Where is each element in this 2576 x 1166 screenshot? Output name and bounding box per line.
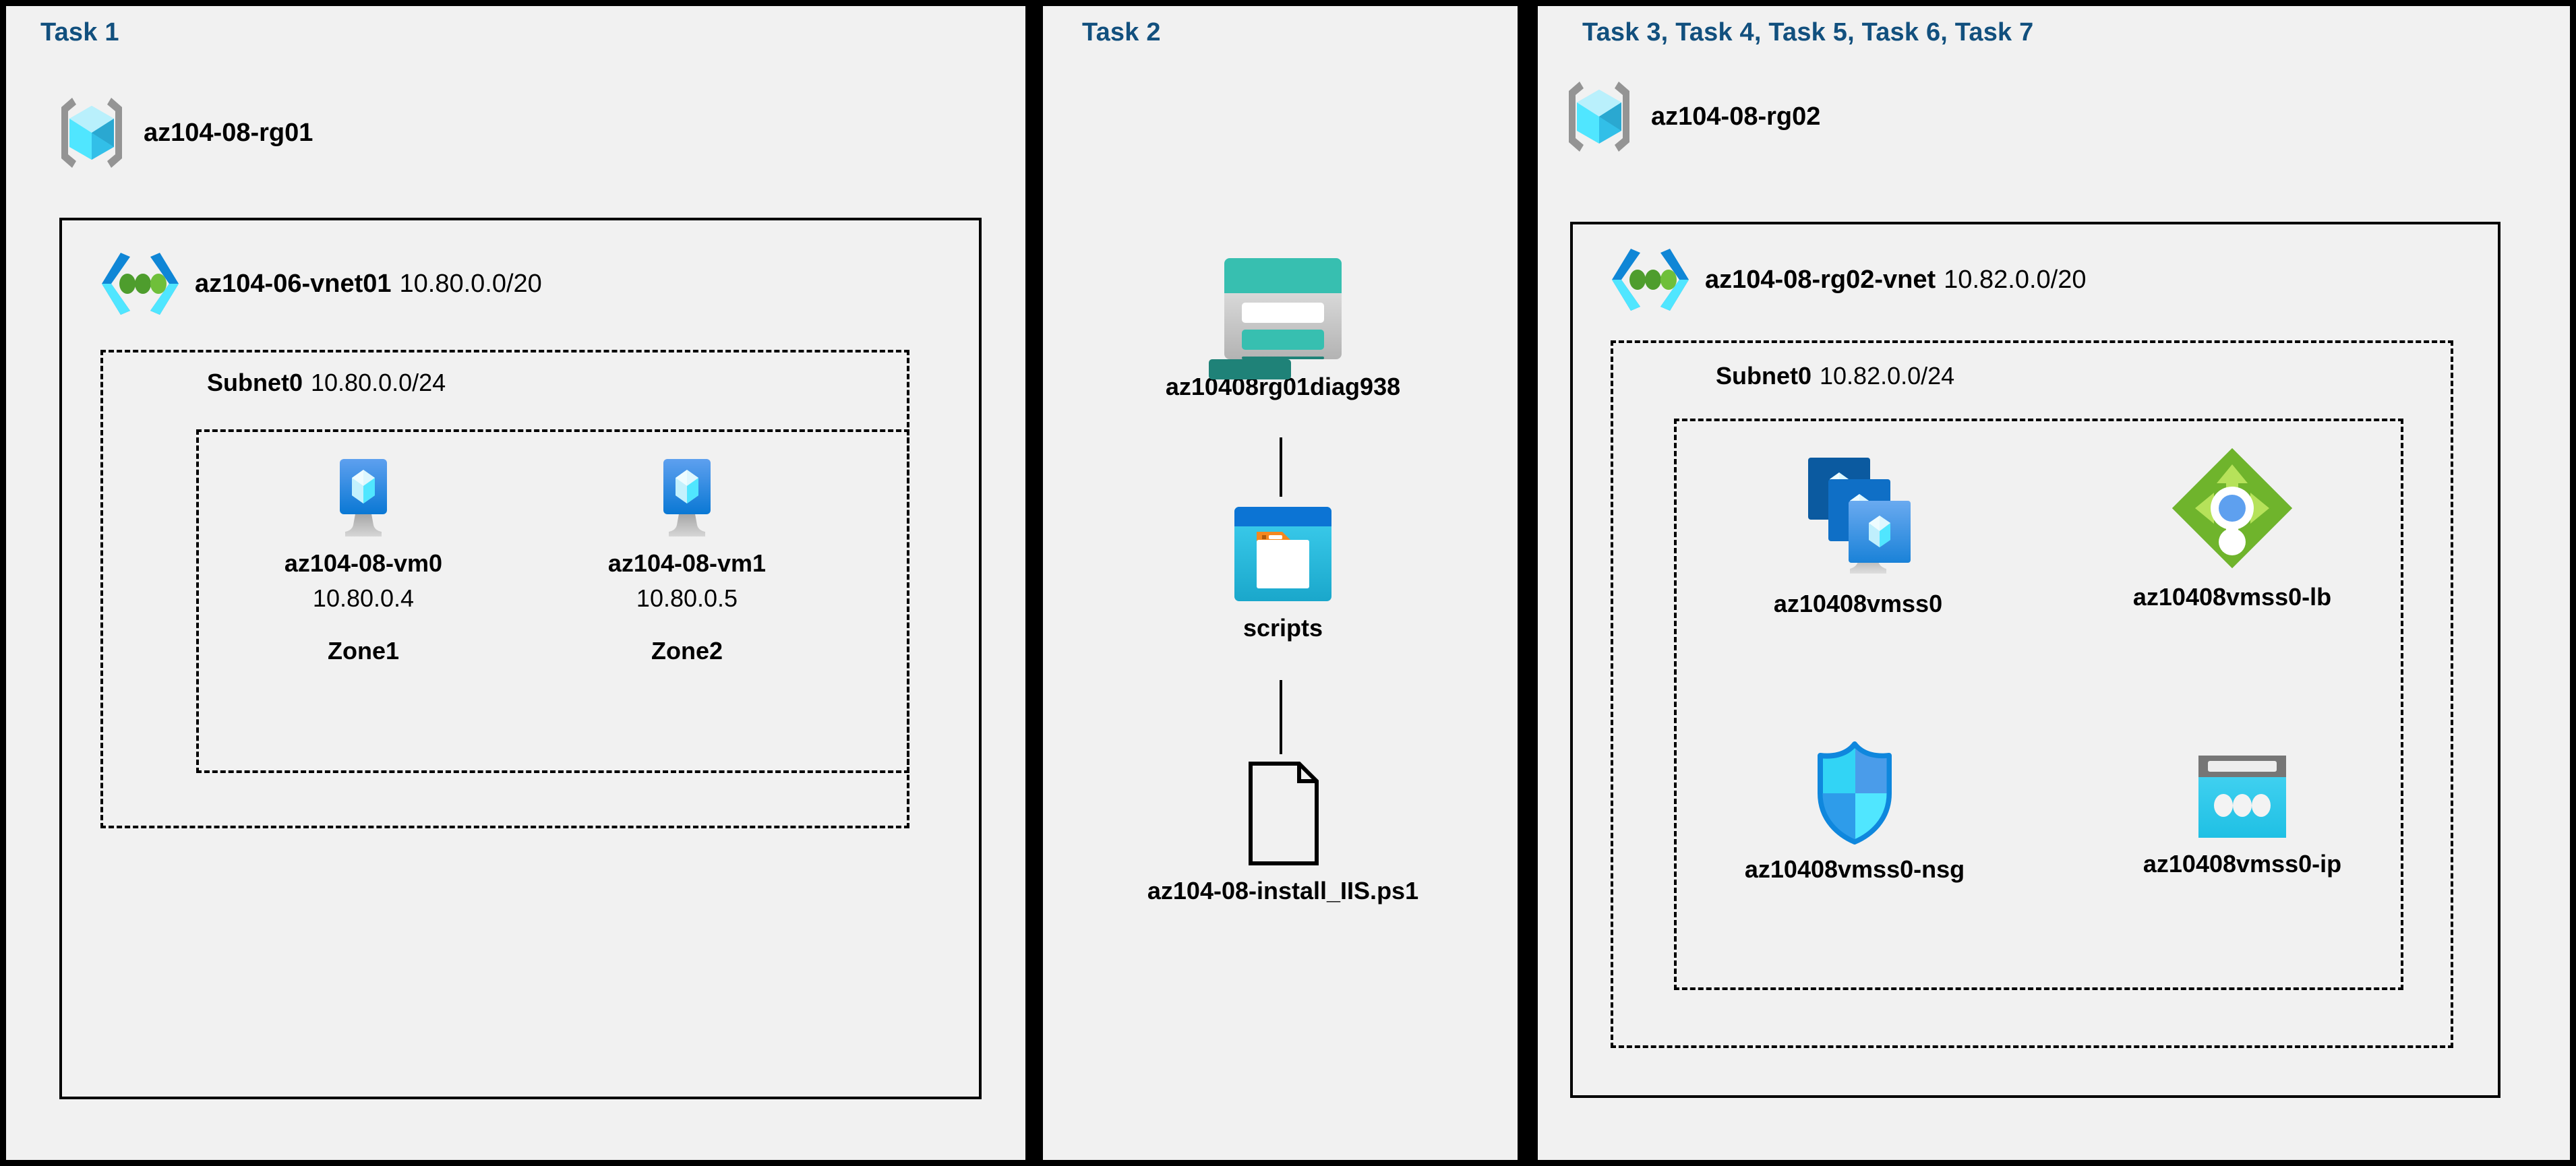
task3to7-vnet-header: az104-08-rg02-vnet 10.82.0.0/20 <box>1611 243 2086 316</box>
vm1-ip: 10.80.0.5 <box>636 584 738 612</box>
node-vm0[interactable]: az104-08-vm0 10.80.0.4 Zone1 <box>282 458 444 665</box>
panel-task3to7: Task 3, Task 4, Task 5, Task 6, Task 7 a… <box>1538 0 2576 1166</box>
task3to7-vnet-box <box>1570 222 2500 1098</box>
task3to7-vnet-cidr: 10.82.0.0/20 <box>1944 265 2087 294</box>
load-balancer-icon <box>2168 444 2296 572</box>
task1-resource-group-header: az104-08-rg01 <box>55 95 313 171</box>
connector-container-to-file <box>1280 680 1282 754</box>
node-load-balancer[interactable]: az10408vmss0-lb <box>2097 444 2367 611</box>
panel-task2: Task 2 az10408rg01diag938 <box>1025 0 1538 1166</box>
task1-resource-group-name: az104-08-rg01 <box>144 118 313 147</box>
vm0-name: az104-08-vm0 <box>284 549 443 577</box>
panel-task1: Task 1 az104-08-rg01 <box>0 0 1025 1166</box>
vm1-zone: Zone2 <box>651 637 723 665</box>
virtual-machine-icon <box>650 458 724 539</box>
node-blob-container[interactable]: scripts <box>1155 505 1411 642</box>
network-security-group-icon <box>1811 741 1898 845</box>
vm-scale-set-name: az10408vmss0 <box>1773 590 1943 617</box>
node-script-file[interactable]: az104-08-install_IIS.ps1 <box>1067 761 1499 905</box>
task2-label: Task 2 <box>1082 18 1161 47</box>
task1-vnet-name: az104-06-vnet01 <box>195 269 392 298</box>
connector-storage-to-container <box>1280 437 1282 497</box>
task3to7-resource-group-name: az104-08-rg02 <box>1651 102 1821 131</box>
script-file-icon <box>1242 761 1323 866</box>
virtual-network-icon <box>1611 243 1690 316</box>
task3to7-resource-group-text: az104-08-rg02 <box>1651 102 1820 131</box>
storage-account-icon-band <box>1209 359 1291 379</box>
script-file-name: az104-08-install_IIS.ps1 <box>1147 877 1419 904</box>
resource-group-icon <box>55 95 129 171</box>
virtual-machine-icon <box>326 458 400 539</box>
node-storage-account[interactable]: az10408rg01diag938 <box>1108 255 1458 401</box>
task1-label: Task 1 <box>40 18 119 47</box>
task1-vnet-header: az104-06-vnet01 10.80.0.0/20 <box>100 247 542 320</box>
vm1-name: az104-08-vm1 <box>607 549 767 577</box>
task1-subnet-label: Subnet0 10.80.0.0/24 <box>207 369 446 397</box>
task1-subnet-name: Subnet0 <box>207 369 303 396</box>
blob-container-icon <box>1232 505 1334 603</box>
task3to7-subnet-name: Subnet0 <box>1716 362 1812 390</box>
task1-subnet-cidr: 10.80.0.0/24 <box>311 369 446 396</box>
virtual-network-icon <box>100 247 180 320</box>
public-ip-address-name: az10408vmss0-ip <box>2143 850 2342 878</box>
vm0-zone: Zone1 <box>327 637 399 665</box>
task3to7-label: Task 3, Task 4, Task 5, Task 6, Task 7 <box>1582 18 2034 47</box>
vm0-ip: 10.80.0.4 <box>312 584 415 612</box>
task3to7-subnet-label: Subnet0 10.82.0.0/24 <box>1716 362 1954 390</box>
task3to7-subnet-box <box>1611 340 2453 1048</box>
task3to7-vnet-name: az104-08-rg02-vnet <box>1705 265 1936 294</box>
task3to7-vnet-text: az104-08-rg02-vnet 10.82.0.0/20 <box>1705 266 2086 295</box>
task3to7-resource-group-header: az104-08-rg02 <box>1562 79 1820 154</box>
task3to7-subnet-cidr: 10.82.0.0/24 <box>1820 362 1955 390</box>
vm-scale-set-icon <box>1791 451 1925 579</box>
node-vm1[interactable]: az104-08-vm1 10.80.0.5 Zone2 <box>606 458 768 665</box>
resource-group-icon <box>1562 79 1636 154</box>
task1-vnet-text: az104-06-vnet01 10.80.0.0/20 <box>195 270 542 299</box>
task1-availability-zones-box <box>196 429 909 773</box>
public-ip-address-icon <box>2197 754 2287 839</box>
task3to7-resources-box <box>1674 419 2403 990</box>
load-balancer-name: az10408vmss0-lb <box>2132 583 2332 611</box>
node-network-security-group[interactable]: az10408vmss0-nsg <box>1700 741 2010 884</box>
task1-vnet-box <box>59 218 982 1099</box>
node-public-ip-address[interactable]: az10408vmss0-ip <box>2124 754 2360 878</box>
storage-account-icon <box>1222 255 1344 362</box>
task1-vnet-cidr: 10.80.0.0/20 <box>399 269 542 298</box>
task1-resource-group-text: az104-08-rg01 <box>144 119 313 148</box>
blob-container-name: scripts <box>1242 614 1323 642</box>
node-vm-scale-set[interactable]: az10408vmss0 <box>1733 451 1983 618</box>
network-security-group-name: az10408vmss0-nsg <box>1744 855 1965 883</box>
